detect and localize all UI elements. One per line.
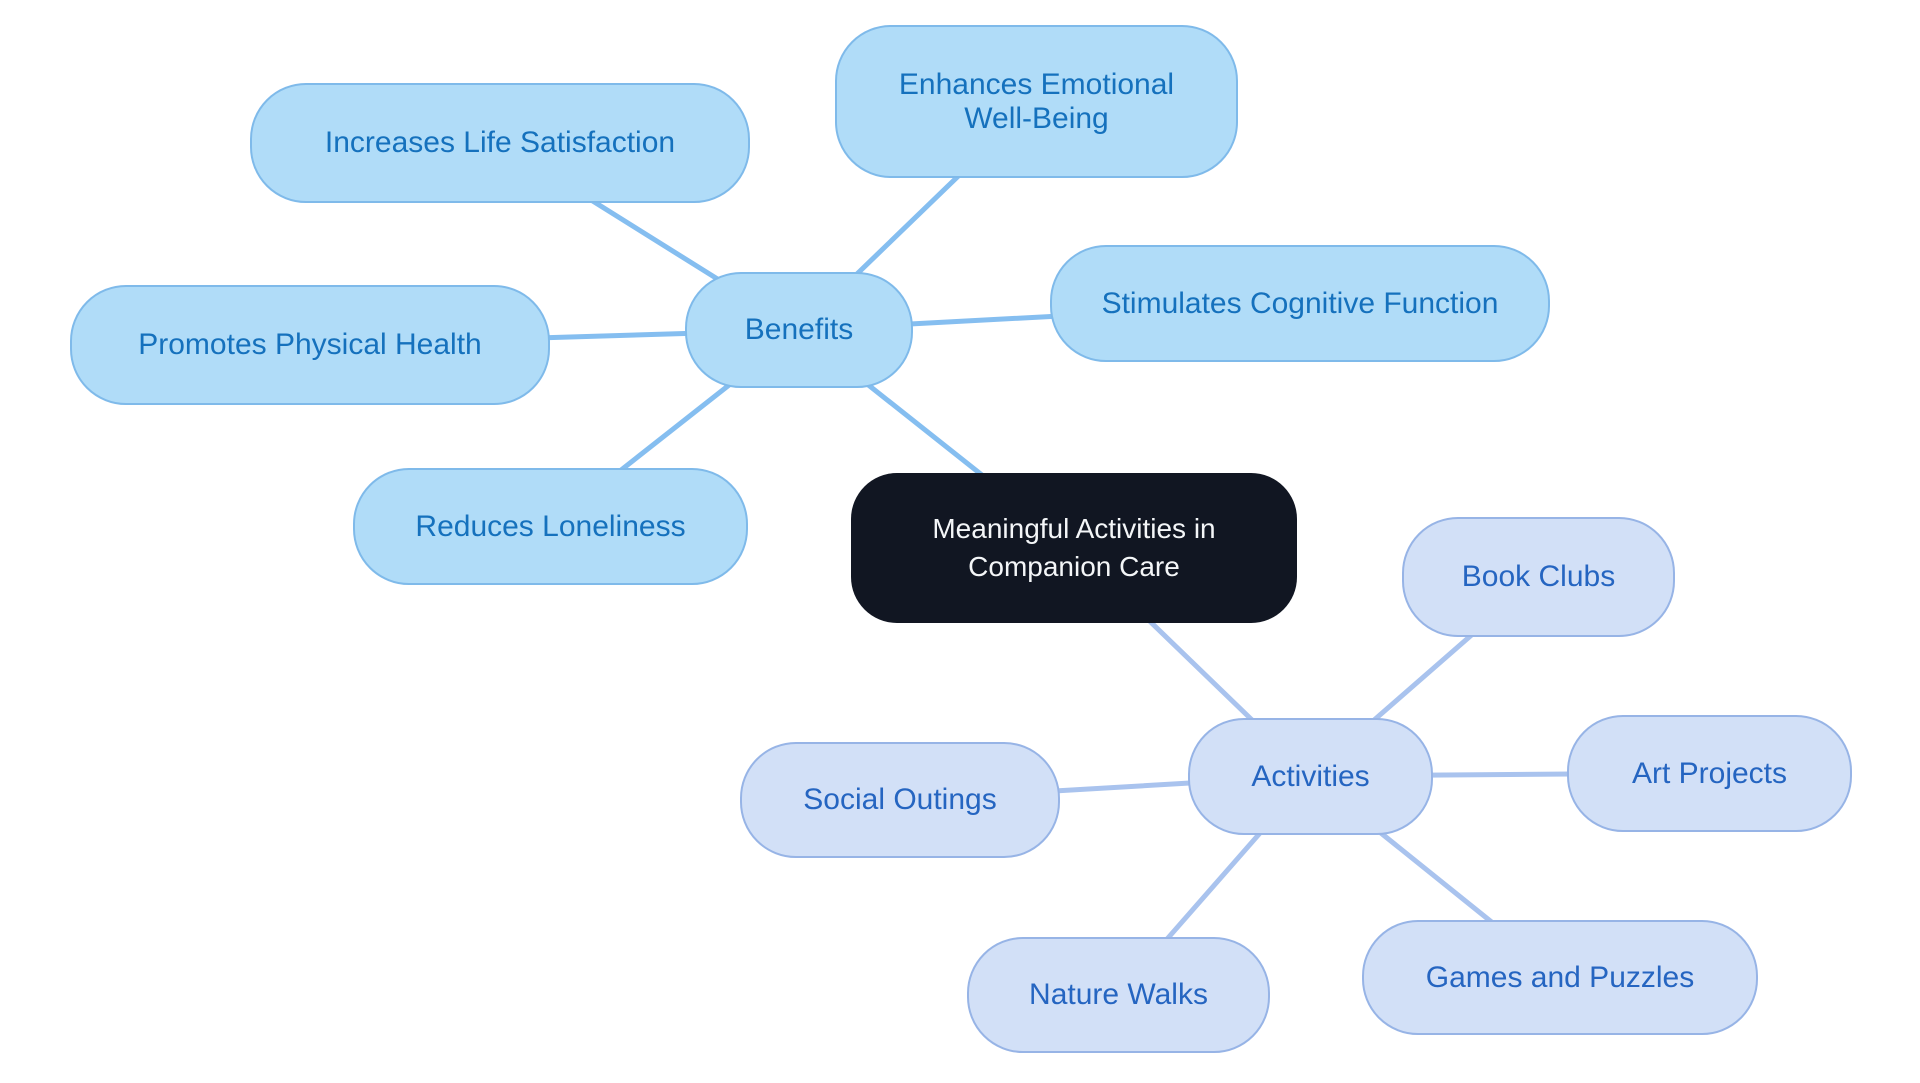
node-label: Social Outings bbox=[803, 783, 997, 816]
node-label: Enhances Emotional Well-Being bbox=[898, 67, 1175, 135]
node-stimulates-cognitive-function[interactable]: Stimulates Cognitive Function bbox=[1050, 245, 1550, 362]
node-label: Games and Puzzles bbox=[1425, 960, 1695, 994]
node-benefits[interactable]: Benefits bbox=[685, 272, 913, 388]
node-reduces-loneliness[interactable]: Reduces Loneliness bbox=[353, 468, 748, 585]
node-games-and-puzzles[interactable]: Games and Puzzles bbox=[1362, 920, 1758, 1035]
node-label: Nature Walks bbox=[1029, 978, 1208, 1011]
node-book-clubs[interactable]: Book Clubs bbox=[1402, 517, 1675, 637]
node-social-outings[interactable]: Social Outings bbox=[740, 742, 1060, 858]
node-central-topic[interactable]: Meaningful Activities in Companion Care bbox=[851, 473, 1297, 623]
node-label: Stimulates Cognitive Function bbox=[1101, 286, 1499, 320]
node-label: Book Clubs bbox=[1461, 560, 1616, 593]
node-label: Reduces Loneliness bbox=[415, 509, 686, 543]
node-label: Art Projects bbox=[1631, 756, 1788, 790]
node-label: Benefits bbox=[744, 313, 854, 346]
node-promotes-physical-health[interactable]: Promotes Physical Health bbox=[70, 285, 550, 405]
node-label: Meaningful Activities in Companion Care bbox=[932, 513, 1216, 582]
node-nature-walks[interactable]: Nature Walks bbox=[967, 937, 1270, 1053]
node-art-projects[interactable]: Art Projects bbox=[1567, 715, 1852, 832]
node-label: Activities bbox=[1251, 759, 1370, 793]
node-enhances-emotional-well-being[interactable]: Enhances Emotional Well-Being bbox=[835, 25, 1238, 178]
node-increases-life-satisfaction[interactable]: Increases Life Satisfaction bbox=[250, 83, 750, 203]
node-label: Increases Life Satisfaction bbox=[324, 126, 676, 159]
node-activities[interactable]: Activities bbox=[1188, 718, 1433, 835]
node-label: Promotes Physical Health bbox=[138, 328, 482, 361]
